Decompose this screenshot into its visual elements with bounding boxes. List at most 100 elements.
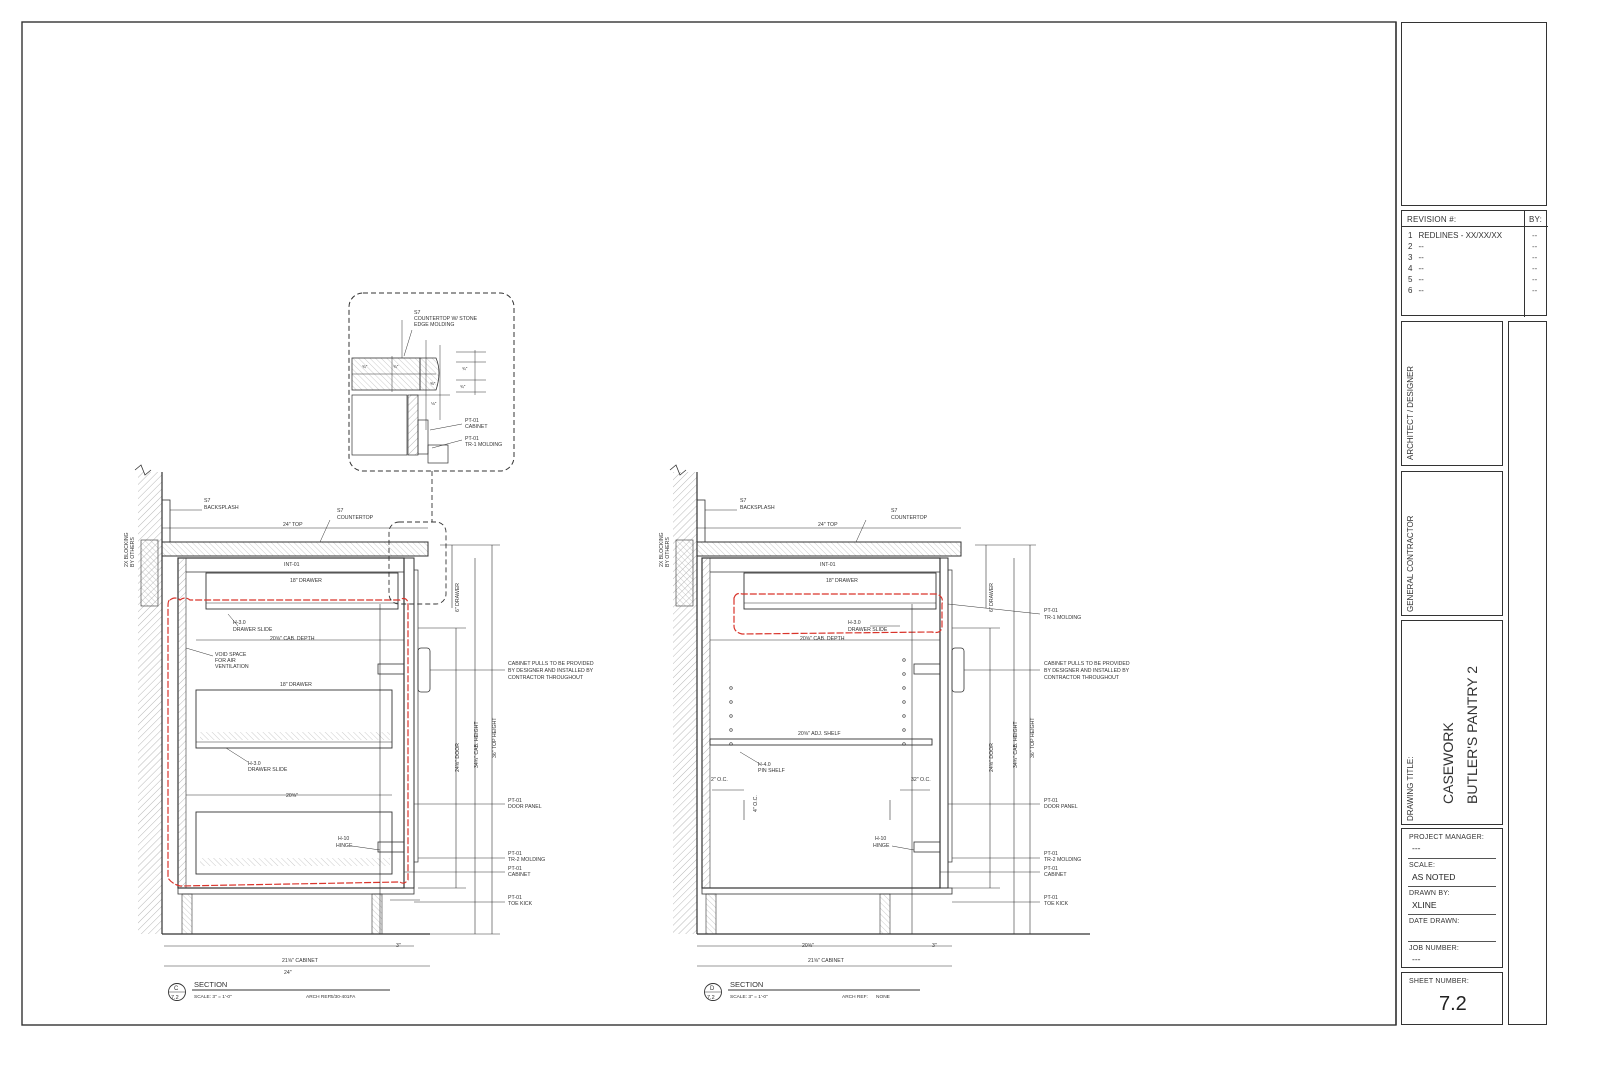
revision-number: 4 bbox=[1408, 264, 1413, 273]
c-door-dim: 24⅝" DOOR bbox=[455, 743, 461, 772]
d-tr2: PT-01 bbox=[1044, 851, 1058, 857]
d-section-title: SECTION bbox=[730, 980, 763, 989]
d-oc2: 32" O.C. bbox=[911, 777, 931, 783]
d-pulls-2: BY DESIGNER AND INSTALLED BY bbox=[1044, 668, 1130, 674]
architect-label: ARCHITECT / DESIGNER bbox=[1406, 365, 1415, 460]
c-inner-width: 20⅝" bbox=[286, 793, 298, 799]
revision-number: 6 bbox=[1408, 286, 1413, 295]
revision-number: 5 bbox=[1408, 275, 1413, 284]
d-blocking-2: BY OTHERS bbox=[665, 537, 671, 567]
d-section-scale: SCALE: 3" = 1'-0" bbox=[730, 994, 768, 1000]
d-tr1: PT-01 bbox=[1044, 608, 1058, 614]
c-section-title: SECTION bbox=[194, 980, 227, 989]
revision-text: REDLINES - XX/XX/XX bbox=[1418, 231, 1503, 240]
project-manager-value: --- bbox=[1412, 843, 1421, 853]
revision-header: REVISION #: bbox=[1407, 215, 1457, 224]
title-block-top-box bbox=[1401, 22, 1547, 206]
revision-number: 2 bbox=[1408, 242, 1413, 251]
c-slide-top-2: DRAWER SLIDE bbox=[233, 627, 273, 633]
drawing-title-label: DRAWING TITLE: bbox=[1406, 756, 1415, 821]
detail-cabinet-note: PT-01 bbox=[465, 418, 479, 424]
architect-box: ARCHITECT / DESIGNER bbox=[1401, 321, 1503, 466]
revision-by: -- bbox=[1532, 286, 1538, 295]
svg-text:¾": ¾" bbox=[362, 364, 368, 369]
section-c-drawing bbox=[134, 464, 505, 1001]
detail-countertop-note: S7 bbox=[414, 310, 420, 316]
revision-text: -- bbox=[1418, 264, 1424, 273]
c-int: INT-01 bbox=[284, 562, 300, 568]
c-pulls: CABINET PULLS TO BE PROVIDED bbox=[508, 661, 594, 667]
by-header: BY: bbox=[1529, 215, 1543, 224]
d-adj-shelf: 20⅝" ADJ. SHELF bbox=[798, 731, 841, 737]
d-toe: PT-01 bbox=[1044, 895, 1058, 901]
revision-text: -- bbox=[1418, 242, 1424, 251]
d-door-dim: 24⅝" DOOR bbox=[989, 743, 995, 772]
c-blocking: 2X BLOCKING bbox=[124, 532, 130, 567]
d-cab-height: 34¾" CAB. HEIGHT bbox=[1013, 721, 1019, 768]
revision-by: -- bbox=[1532, 264, 1538, 273]
date-drawn-label: DATE DRAWN: bbox=[1409, 918, 1460, 925]
c-top-height: 36" TOP HEIGHT bbox=[492, 717, 498, 758]
d-toe-2: TOE KICK bbox=[1044, 901, 1069, 907]
detail-cabinet-note-2: CABINET bbox=[465, 424, 488, 430]
contractor-label: GENERAL CONTRACTOR bbox=[1406, 515, 1415, 612]
c-section-ref: ARCH REF: bbox=[306, 994, 332, 1000]
d-slide-top-2: DRAWER SLIDE bbox=[848, 627, 888, 633]
d-section-ref-value: NONE bbox=[876, 994, 890, 1000]
c-top-dim: 24" TOP bbox=[283, 522, 303, 528]
d-slide-top: H-3.0 bbox=[848, 620, 861, 626]
revision-text: -- bbox=[1418, 275, 1424, 284]
d-cabinet-2: CABINET bbox=[1044, 872, 1067, 878]
right-strip-box bbox=[1508, 321, 1547, 1025]
c-hinge-2: HINGE bbox=[336, 843, 353, 849]
revision-text: -- bbox=[1418, 286, 1424, 295]
job-number-value: --- bbox=[1412, 954, 1421, 964]
d-pin-2: PIN SHELF bbox=[758, 768, 785, 774]
c-door-panel-2: DOOR PANEL bbox=[508, 804, 542, 810]
drawing-title-line-1: CASEWORK bbox=[1440, 722, 1456, 804]
c-countertop: S7 bbox=[337, 508, 343, 514]
svg-text:¾": ¾" bbox=[460, 384, 466, 389]
detail-countertop-note-2: COUNTERTOP W/ STONE bbox=[414, 316, 478, 322]
c-void-2: FOR AIR bbox=[215, 658, 236, 664]
c-void: VOID SPACE bbox=[215, 652, 247, 658]
c-tr2: PT-01 bbox=[508, 851, 522, 857]
d-countertop-2: COUNTERTOP bbox=[891, 515, 928, 521]
c-marker-letter: C bbox=[174, 986, 179, 992]
svg-text:⅛": ⅛" bbox=[431, 401, 437, 406]
d-hinge: H-10 bbox=[875, 836, 886, 842]
c-backsplash-2: BACKSPLASH bbox=[204, 505, 239, 511]
c-section-scale: SCALE: 3" = 1'-0" bbox=[194, 994, 232, 1000]
c-drawer-mid: 18" DRAWER bbox=[280, 682, 312, 688]
c-toe-2: TOE KICK bbox=[508, 901, 533, 907]
c-slide-mid-2: DRAWER SLIDE bbox=[248, 767, 288, 773]
d-marker-sheet: 7.2 bbox=[707, 995, 715, 1001]
d-marker-letter: D bbox=[710, 986, 715, 992]
drawn-by-label: DRAWN BY: bbox=[1409, 890, 1450, 897]
d-drawer-top: 18" DRAWER bbox=[826, 578, 858, 584]
d-countertop: S7 bbox=[891, 508, 897, 514]
detail-molding-note-2: TR-1 MOLDING bbox=[465, 442, 502, 448]
c-cab-height: 34¾" CAB. HEIGHT bbox=[474, 721, 480, 768]
c-pulls-2: BY DESIGNER AND INSTALLED BY bbox=[508, 668, 594, 674]
svg-text:¾": ¾" bbox=[462, 366, 468, 371]
d-door-panel-2: DOOR PANEL bbox=[1044, 804, 1078, 810]
contractor-box: GENERAL CONTRACTOR bbox=[1401, 471, 1503, 616]
d-pulls: CABINET PULLS TO BE PROVIDED bbox=[1044, 661, 1130, 667]
detail-callout: ¾" ¾" ¾" ¾" ⅜" ⅛" bbox=[348, 292, 515, 522]
revision-row: 6 -- bbox=[1408, 286, 1424, 295]
drawn-by-value: XLINE bbox=[1412, 900, 1437, 910]
d-section-ref: ARCH REF: bbox=[842, 994, 868, 1000]
c-pulls-3: CONTRACTOR THROUGHOUT bbox=[508, 675, 584, 681]
d-hinge-2: HINGE bbox=[873, 843, 890, 849]
c-marker-sheet: 7.2 bbox=[171, 995, 179, 1001]
d-cabinet: PT-01 bbox=[1044, 866, 1058, 872]
detail-molding-note: PT-01 bbox=[465, 436, 479, 442]
revision-row: 5 -- bbox=[1408, 275, 1424, 284]
drawing-title-line-2: BUTLER'S PANTRY 2 bbox=[1464, 665, 1480, 804]
svg-text:¾": ¾" bbox=[393, 364, 399, 369]
